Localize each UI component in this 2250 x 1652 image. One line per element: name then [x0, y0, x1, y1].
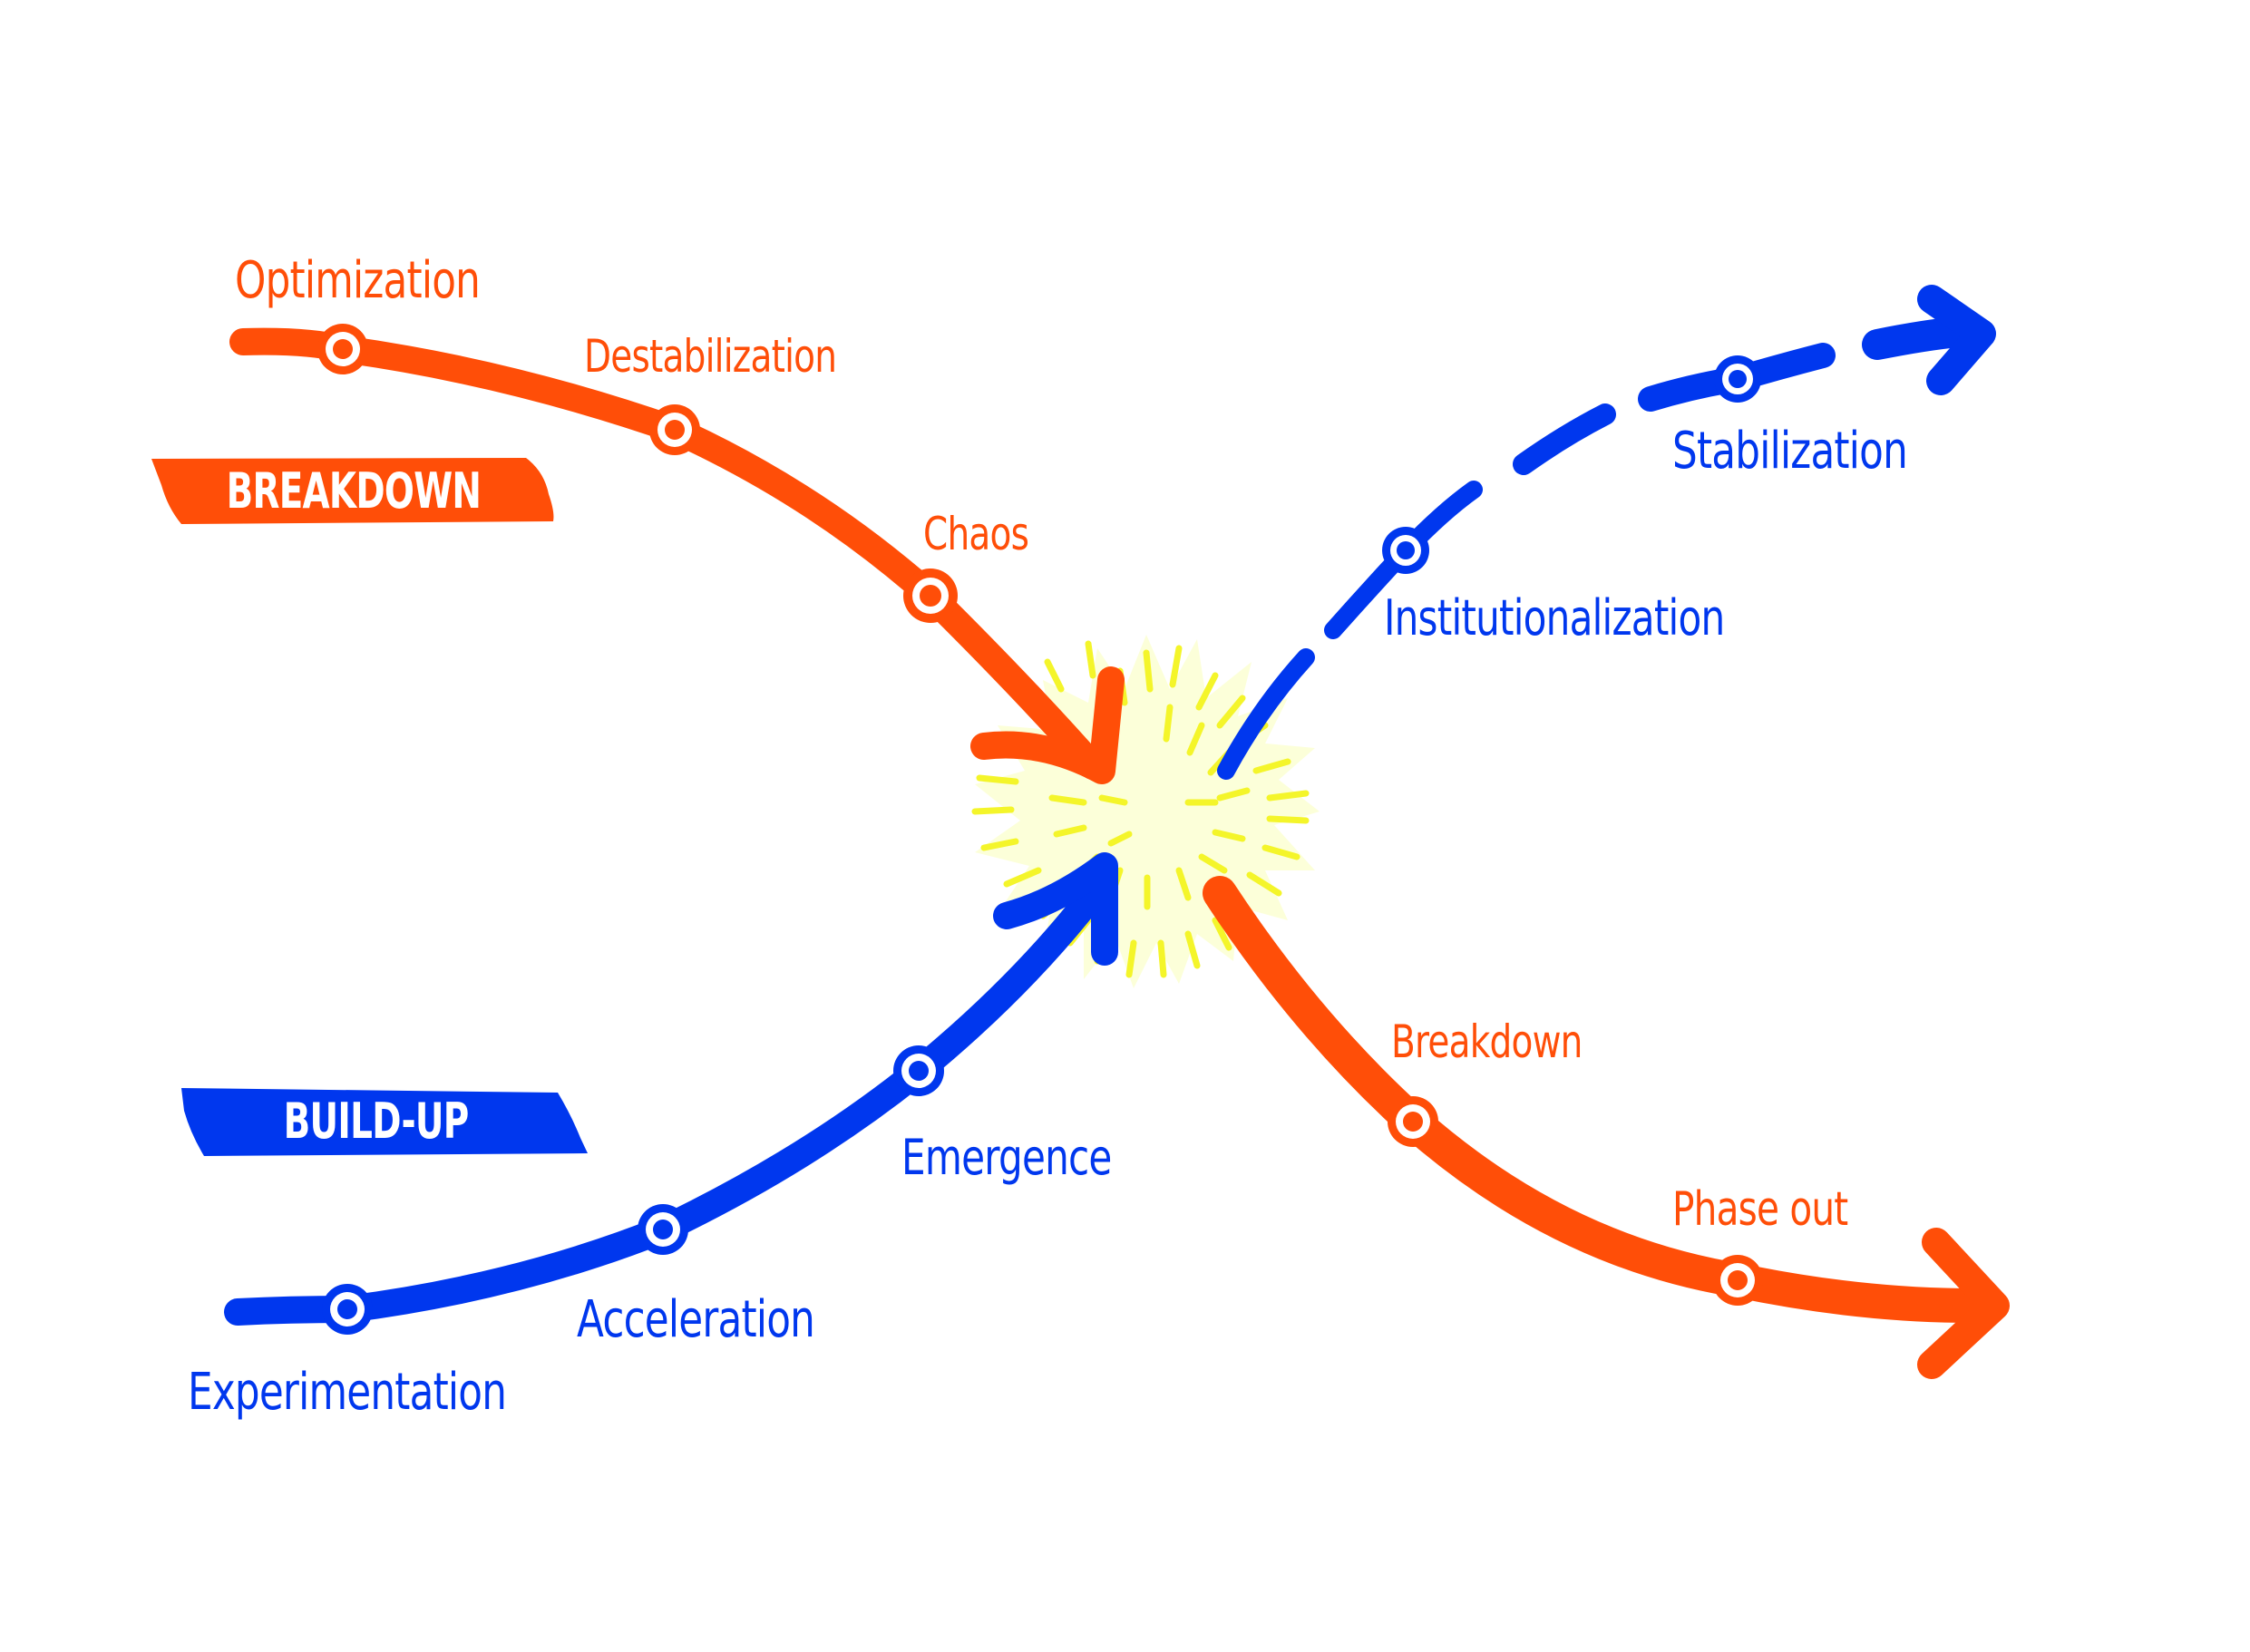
label-emergence: Emergence	[901, 1129, 1112, 1186]
breakdown-badge: BREAKDOWN	[181, 459, 526, 522]
breakdown-badge-label: BREAKDOWN	[226, 462, 482, 520]
node-institutionalization	[1382, 527, 1429, 574]
label-institutionalization: Institutionalization	[1384, 589, 1725, 646]
node-phase-out	[1712, 1255, 1763, 1306]
node-optimization	[317, 324, 368, 374]
breakdown-outgoing-curve	[1203, 876, 2010, 1379]
stage-nodes	[317, 324, 1763, 1335]
node-experimentation	[322, 1284, 373, 1335]
label-breakdown: Breakdown	[1391, 1015, 1583, 1068]
node-chaos	[903, 568, 958, 623]
node-breakdown	[1388, 1096, 1438, 1147]
buildup-badge-shape	[181, 1088, 588, 1156]
node-stabilization	[1714, 355, 1761, 403]
node-emergence	[893, 1045, 944, 1096]
label-acceleration: Acceleration	[577, 1290, 815, 1349]
label-stabilization: Stabilization	[1672, 422, 1908, 481]
buildup-badge: BUILD-UP	[204, 1088, 549, 1153]
node-destabilization	[649, 404, 700, 455]
label-phase-out: Phase out	[1672, 1182, 1848, 1237]
buildup-badge-label: BUILD-UP	[284, 1092, 470, 1150]
breakdown-badge-shape	[151, 458, 554, 524]
label-optimization: Optimization	[235, 251, 481, 310]
label-destabilization: Destabilization	[584, 330, 837, 383]
buildup-outgoing-curve	[1217, 285, 1996, 780]
label-experimentation: Experimentation	[188, 1363, 507, 1422]
label-chaos: Chaos	[923, 508, 1029, 560]
node-acceleration	[638, 1204, 688, 1255]
